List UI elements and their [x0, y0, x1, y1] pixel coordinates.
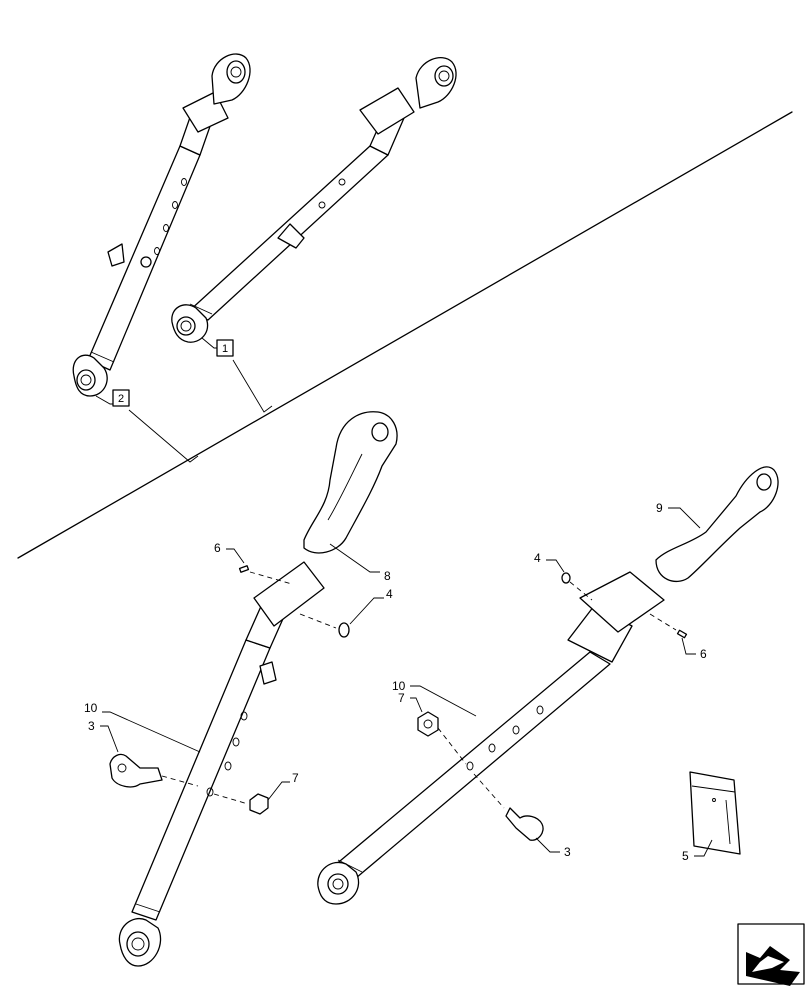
- nav-arrow-icon[interactable]: [737, 923, 805, 986]
- callout-right-3: 3: [535, 837, 571, 859]
- svg-text:10: 10: [392, 679, 406, 693]
- callout-right-10: 10: [392, 679, 477, 717]
- svg-text:4: 4: [386, 587, 393, 601]
- svg-text:3: 3: [564, 845, 571, 859]
- callout-right-9: 9: [656, 501, 701, 529]
- callout-right-4: 4: [534, 551, 565, 573]
- svg-text:5: 5: [682, 849, 689, 863]
- svg-text:4: 4: [534, 551, 541, 565]
- callout-left-6: 6: [214, 541, 245, 564]
- section-divider-line: [17, 111, 793, 559]
- svg-text:1: 1: [222, 343, 228, 355]
- callout-left-4: 4: [349, 587, 393, 625]
- callout-left-3: 3: [88, 719, 119, 753]
- lower-link-assembly-2: [72, 53, 251, 397]
- svg-text:6: 6: [700, 647, 707, 661]
- callout-boxed-2: 2: [95, 389, 199, 463]
- svg-text:7: 7: [292, 771, 299, 785]
- callout-left-10: 10: [84, 701, 201, 753]
- svg-text:10: 10: [84, 701, 98, 715]
- callout-left-7: 7: [267, 771, 299, 801]
- svg-text:8: 8: [384, 569, 391, 583]
- svg-text:6: 6: [214, 541, 221, 555]
- lower-link-exploded-right: [317, 466, 779, 905]
- callout-left-8: 8: [329, 543, 391, 583]
- svg-text:7: 7: [398, 691, 405, 705]
- svg-text:9: 9: [656, 501, 663, 515]
- callout-bag-5: 5: [682, 839, 713, 863]
- callout-boxed-1: 1: [201, 337, 273, 413]
- parts-bag: [689, 771, 741, 855]
- svg-text:2: 2: [118, 393, 124, 405]
- lower-link-assembly-1: [171, 57, 457, 343]
- lower-link-exploded-left: [109, 411, 398, 967]
- callout-right-6: 6: [681, 637, 707, 661]
- callout-right-7: 7: [398, 691, 423, 713]
- svg-text:3: 3: [88, 719, 95, 733]
